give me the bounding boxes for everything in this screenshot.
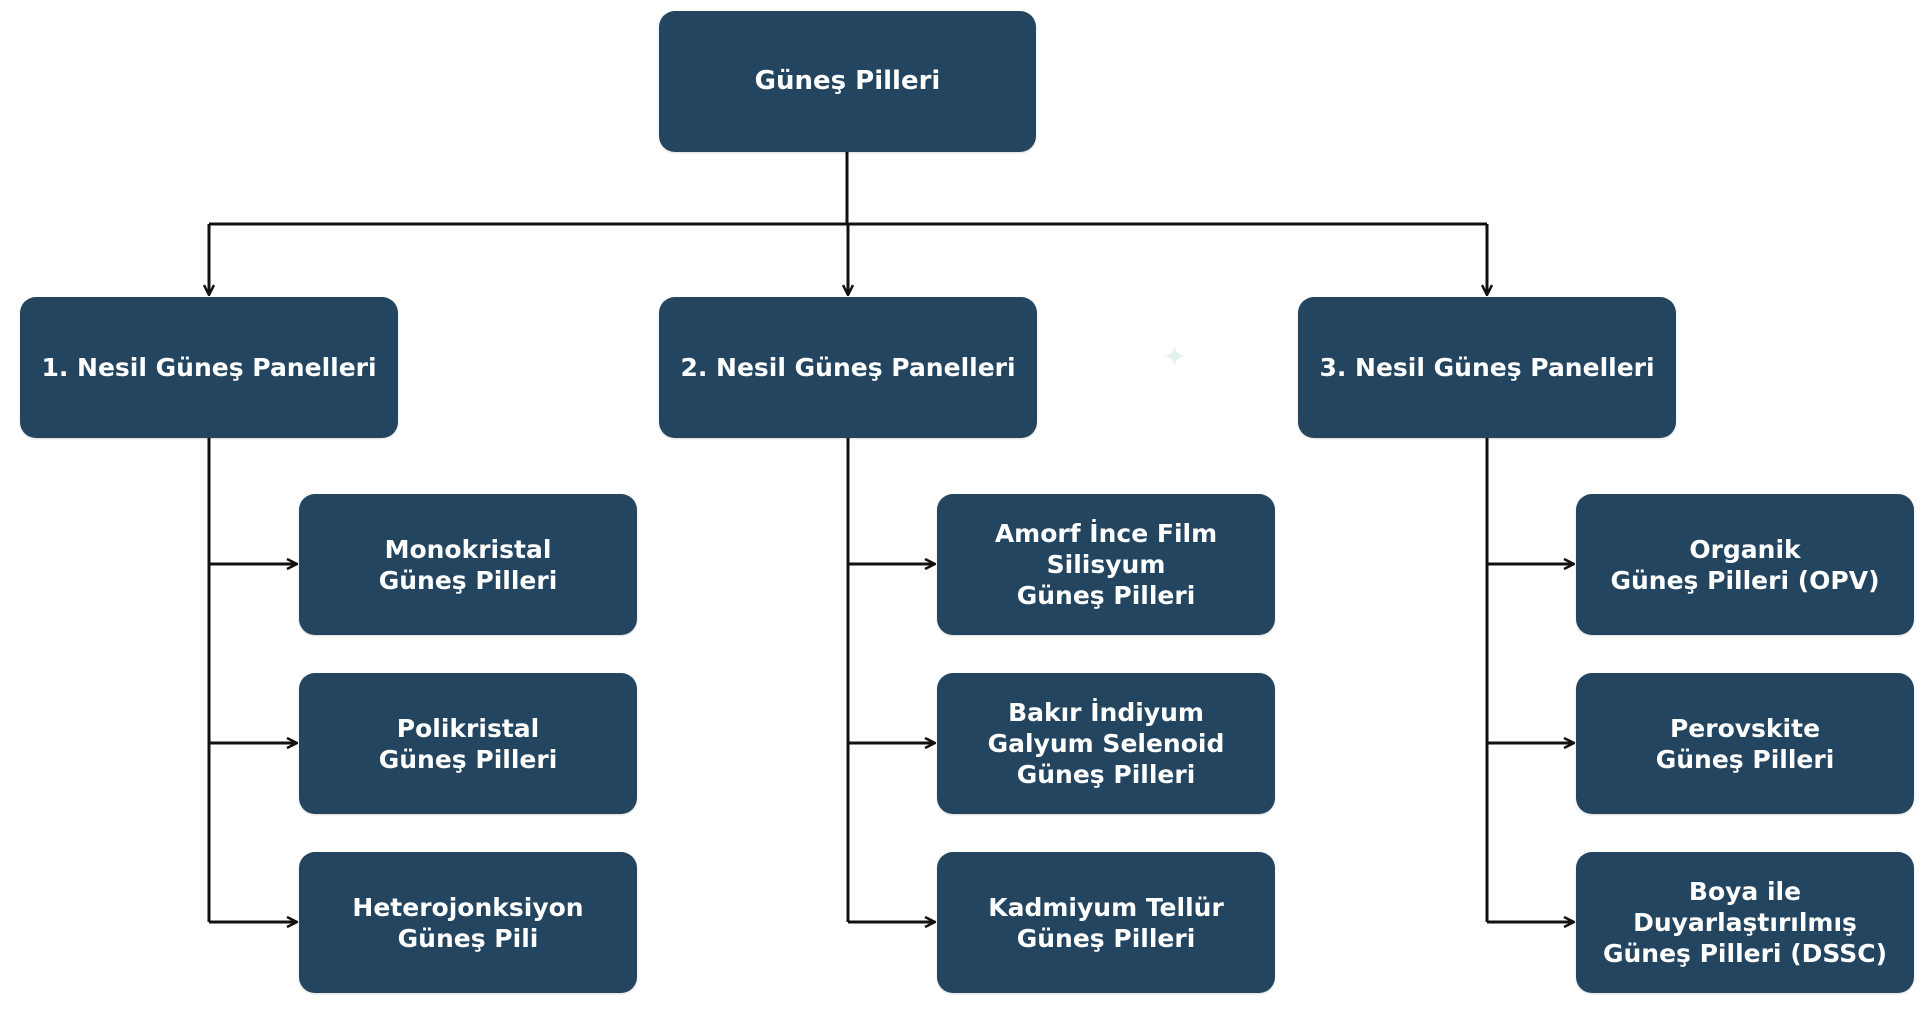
- leaf-line: Perovskite: [1669, 713, 1821, 743]
- leaf-line: Monokristal: [384, 534, 552, 564]
- leaf-perovskite[interactable]: Perovskite Güneş Pilleri: [1576, 673, 1914, 814]
- leaf-line: Güneş Pilleri: [1655, 744, 1835, 774]
- leaf-monokristal[interactable]: Monokristal Güneş Pilleri: [299, 494, 637, 635]
- gen-node-1-label: 1. Nesil Güneş Panelleri: [41, 353, 377, 382]
- gen-node-2[interactable]: 2. Nesil Güneş Panelleri: [659, 297, 1037, 438]
- leaf-line: Galyum Selenoid: [987, 729, 1225, 758]
- leaf-amorf-ince-film[interactable]: Amorf İnce Film Silisyum Güneş Pilleri: [937, 494, 1275, 635]
- gen-node-1[interactable]: 1. Nesil Güneş Panelleri: [20, 297, 398, 438]
- leaf-line: Bakır İndiyum: [1008, 698, 1204, 727]
- leaf-line: Güneş Pilleri (OPV): [1610, 565, 1880, 595]
- leaf-line: Amorf İnce Film: [994, 519, 1218, 548]
- leaf-line: Güneş Pilleri: [1016, 923, 1196, 953]
- leaf-line: Organik: [1689, 534, 1801, 564]
- gen-node-3[interactable]: 3. Nesil Güneş Panelleri: [1298, 297, 1676, 438]
- gen-node-3-label: 3. Nesil Güneş Panelleri: [1319, 353, 1655, 382]
- leaf-line: Güneş Pilleri: [378, 744, 558, 774]
- watermark-logo: ✦: [1161, 340, 1189, 375]
- root-node-label: Güneş Pilleri: [754, 66, 941, 96]
- leaf-boya-ile-duyarlastirilmis[interactable]: Boya ile Duyarlaştırılmış Güneş Pilleri …: [1576, 852, 1914, 993]
- root-node-gunes-pilleri[interactable]: Güneş Pilleri: [659, 11, 1036, 152]
- leaf-line: Duyarlaştırılmış: [1633, 908, 1857, 937]
- leaf-line: Güneş Pilleri: [1016, 581, 1196, 610]
- leaf-line: Güneş Pili: [397, 923, 539, 953]
- leaf-heterojonksiyon[interactable]: Heterojonksiyon Güneş Pili: [299, 852, 637, 993]
- gen-node-2-label: 2. Nesil Güneş Panelleri: [680, 353, 1016, 382]
- leaf-line: Boya ile: [1688, 877, 1802, 906]
- leaf-bakir-indiyum[interactable]: Bakır İndiyum Galyum Selenoid Güneş Pill…: [937, 673, 1275, 814]
- leaf-polikristal[interactable]: Polikristal Güneş Pilleri: [299, 673, 637, 814]
- leaf-line: Güneş Pilleri: [1016, 760, 1196, 789]
- leaf-line: Silisyum: [1046, 550, 1166, 579]
- leaf-kadmiyum-tellur[interactable]: Kadmiyum Tellür Güneş Pilleri: [937, 852, 1275, 993]
- leaf-line: Kadmiyum Tellür: [988, 892, 1224, 922]
- leaf-organik[interactable]: Organik Güneş Pilleri (OPV): [1576, 494, 1914, 635]
- leaf-line: Polikristal: [396, 713, 540, 743]
- leaf-line: Güneş Pilleri: [378, 565, 558, 595]
- leaf-line: Heterojonksiyon: [352, 892, 584, 922]
- leaf-line: Güneş Pilleri (DSSC): [1602, 939, 1888, 968]
